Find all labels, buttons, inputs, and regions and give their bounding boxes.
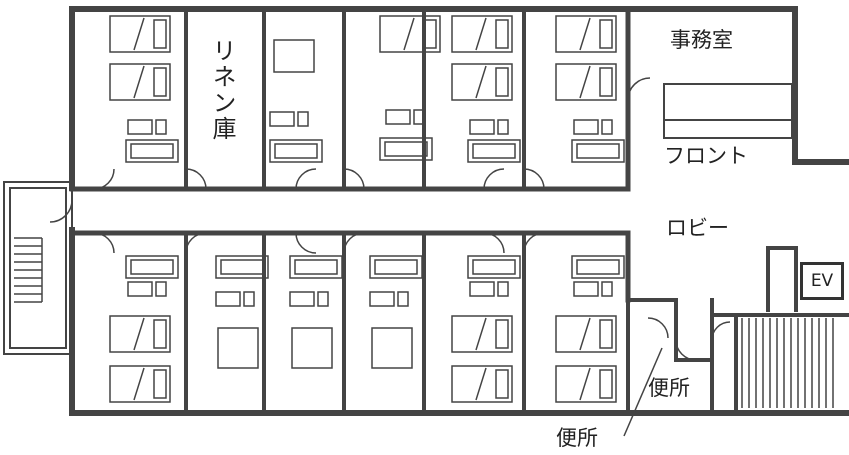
bed xyxy=(555,63,617,101)
bed xyxy=(451,15,513,53)
pillow xyxy=(599,369,613,399)
bed xyxy=(555,15,617,53)
pillow xyxy=(495,19,509,49)
bathtub xyxy=(571,255,625,279)
bathtub xyxy=(379,137,433,161)
bed xyxy=(109,315,171,353)
bed xyxy=(451,63,513,101)
toilet xyxy=(127,281,153,297)
sink xyxy=(243,291,255,307)
bathtub-inner xyxy=(576,259,620,275)
bathtub-inner xyxy=(274,143,318,159)
toilet xyxy=(573,119,599,135)
toilet xyxy=(127,119,153,135)
toilet xyxy=(269,111,295,127)
bathtub xyxy=(369,255,423,279)
bed xyxy=(217,327,259,369)
sink xyxy=(155,281,167,297)
sink xyxy=(297,111,309,127)
bed xyxy=(555,315,617,353)
sink xyxy=(155,119,167,135)
pillow xyxy=(495,319,509,349)
pillow xyxy=(495,369,509,399)
bed xyxy=(291,327,333,369)
label-office: 事務室 xyxy=(670,28,733,52)
bathtub xyxy=(215,255,269,279)
bed xyxy=(379,15,441,53)
toilet xyxy=(215,291,241,307)
bed xyxy=(555,365,617,403)
label-linen: リネン庫 xyxy=(208,38,236,142)
bed xyxy=(451,315,513,353)
toilet xyxy=(289,291,315,307)
sink xyxy=(317,291,329,307)
pillow xyxy=(599,67,613,97)
toilet xyxy=(469,281,495,297)
sink xyxy=(601,119,613,135)
bathtub xyxy=(125,139,179,163)
pillow xyxy=(153,19,167,49)
bathtub xyxy=(269,139,323,163)
label-toilet-inner: 便所 xyxy=(648,376,690,400)
sink xyxy=(497,281,509,297)
label-front: フロント xyxy=(664,144,748,168)
bathtub xyxy=(571,139,625,163)
toilet xyxy=(385,109,411,125)
pillow xyxy=(599,319,613,349)
bed xyxy=(451,365,513,403)
bed xyxy=(109,63,171,101)
bathtub-inner xyxy=(130,143,174,159)
pillow xyxy=(423,19,437,49)
sink xyxy=(397,291,409,307)
bed xyxy=(109,15,171,53)
sink xyxy=(497,119,509,135)
pillow xyxy=(153,319,167,349)
bathtub-inner xyxy=(374,259,418,275)
bathtub-inner xyxy=(472,143,516,159)
toilet xyxy=(369,291,395,307)
sink xyxy=(601,281,613,297)
pillow xyxy=(495,67,509,97)
pillow xyxy=(153,369,167,399)
outer-wall-north xyxy=(69,6,849,165)
sink xyxy=(413,109,425,125)
label-toilet-outer: 便所 xyxy=(556,426,598,450)
bathtub-inner xyxy=(472,259,516,275)
pillow xyxy=(153,67,167,97)
label-elevator: EV xyxy=(800,262,844,300)
bathtub-inner xyxy=(384,141,428,157)
bathtub-inner xyxy=(576,143,620,159)
label-lobby: ロビー xyxy=(666,216,729,240)
bed xyxy=(273,39,315,73)
toilet-leader-line xyxy=(623,347,663,437)
bathtub-inner xyxy=(130,259,174,275)
bathtub-inner xyxy=(294,259,338,275)
pillow xyxy=(599,19,613,49)
bathtub xyxy=(467,255,521,279)
bed xyxy=(109,365,171,403)
bathtub-inner xyxy=(220,259,264,275)
bed xyxy=(371,327,413,369)
bathtub xyxy=(125,255,179,279)
toilet xyxy=(469,119,495,135)
bathtub xyxy=(289,255,343,279)
toilet xyxy=(573,281,599,297)
bathtub xyxy=(467,139,521,163)
